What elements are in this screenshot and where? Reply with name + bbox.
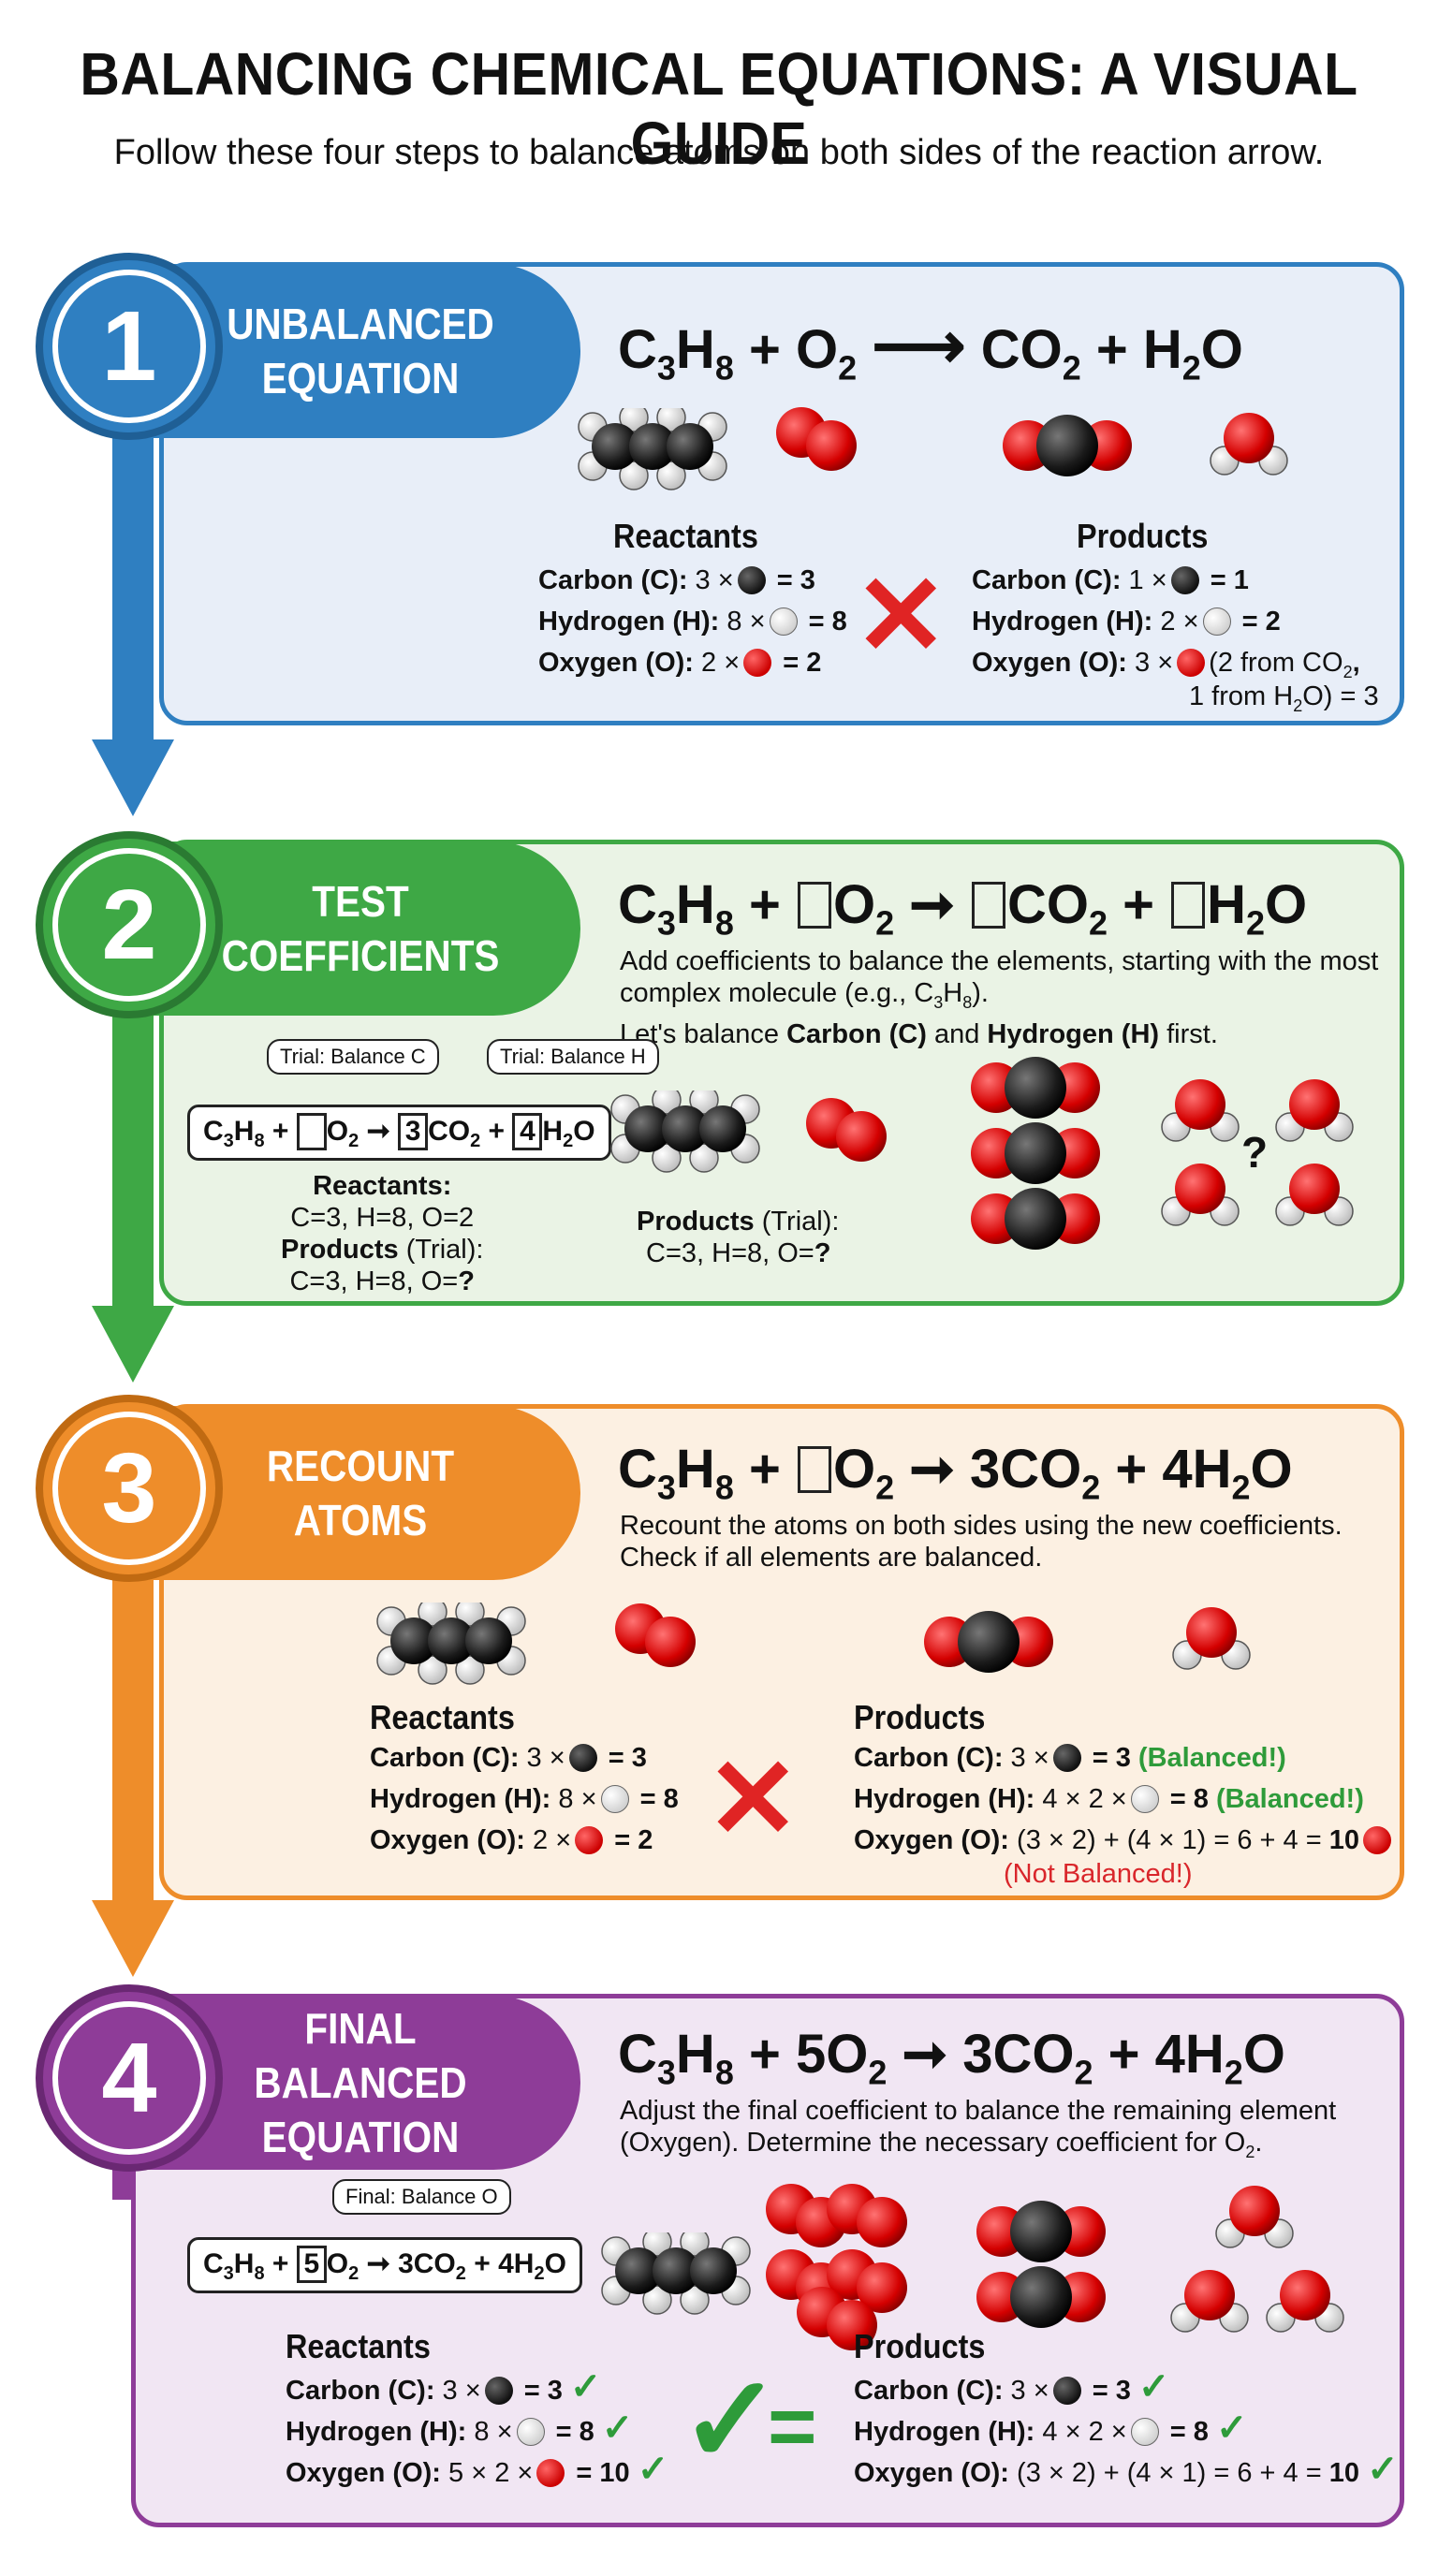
- step1-flow-arrow: [92, 739, 174, 816]
- step1-unbalanced-x-icon: ✕: [854, 553, 948, 679]
- step1-product-oxygen: Oxygen (O): 3 ×(2 from CO2,: [972, 648, 1360, 681]
- step3-reactant-oxygen: Oxygen (O): 2 × = 2: [370, 1825, 653, 1855]
- oxygen-molecule: [806, 1098, 887, 1162]
- checkmark-icon: ✓: [1215, 2408, 1248, 2449]
- propane-molecule: [601, 2232, 751, 2315]
- propane-molecule: [578, 408, 727, 490]
- step2-flow-arrow: [92, 1306, 174, 1383]
- step4-product-carbon: Carbon (C): 3 × = 3 ✓: [854, 2366, 1170, 2408]
- step3-products-heading: Products: [854, 1698, 986, 1736]
- step1-product-hydrogen: Hydrogen (H): 2 × = 2: [972, 607, 1281, 637]
- step4-reactant-carbon: Carbon (C): 3 × = 3 ✓: [286, 2366, 602, 2408]
- step3-number-badge: 3: [36, 1395, 223, 1582]
- step3-product-carbon: Carbon (C): 3 × = 3 (Balanced!): [854, 1743, 1286, 1773]
- oxygen-molecule: [827, 2184, 907, 2247]
- carbon-dioxide-molecule: [924, 1611, 1053, 1673]
- step3-unbalanced-x-icon: ✕: [706, 1736, 800, 1862]
- propane-molecule: [610, 1090, 760, 1173]
- step1-product-carbon: Carbon (C): 1 × = 1: [972, 565, 1249, 595]
- step1-reactants-heading: Reactants: [613, 517, 758, 555]
- carbon-dioxide-molecule: [1003, 415, 1132, 476]
- carbon-dioxide-molecule: [971, 1188, 1100, 1250]
- step4-product-oxygen: Oxygen (O): (3 × 2) + (4 × 1) = 6 + 4 = …: [854, 2449, 1399, 2490]
- water-molecule: [1210, 412, 1288, 476]
- step4-number: 4: [52, 2001, 206, 2155]
- step4-reactants-heading: Reactants: [286, 2327, 431, 2365]
- water-molecule: [1161, 1163, 1240, 1226]
- step3-reactants-heading: Reactants: [370, 1698, 515, 1736]
- equals-sign: =: [768, 2380, 817, 2474]
- step2-equation: C3H8 + O2 ➞ CO2 + H2O: [618, 874, 1308, 943]
- step3-product-oxygen: Oxygen (O): (3 × 2) + (4 × 1) = 6 + 4 = …: [854, 1820, 1395, 1861]
- checkmark-icon: ✓: [1137, 2366, 1170, 2408]
- step1-products-heading: Products: [1077, 517, 1209, 555]
- water-molecule: [1266, 2269, 1344, 2333]
- step1-number-badge: 1: [36, 253, 223, 440]
- step3-reactant-carbon: Carbon (C): 3 × = 3: [370, 1743, 647, 1773]
- step1-equation: C3H8 + O2 ⟶ CO2 + H2O: [618, 309, 1243, 388]
- checkmark-icon: ✓: [601, 2408, 634, 2449]
- step2-question-mark: ?: [1241, 1128, 1269, 1177]
- propane-molecule: [376, 1603, 526, 1685]
- water-molecule: [1172, 1606, 1251, 1670]
- step2-number-badge: 2: [36, 831, 223, 1018]
- carbon-dioxide-molecule: [971, 1057, 1100, 1119]
- step4-number-badge: 4: [36, 1984, 223, 2172]
- step2-reactants-summary: Reactants: C=3, H=8, O=2 Products (Trial…: [281, 1171, 484, 1296]
- step4-equation: C3H8 + 5O2 ➞ 3CO2 + 4H2O: [618, 2024, 1285, 2092]
- step2-number: 2: [52, 848, 206, 1002]
- carbon-dioxide-molecule: [976, 2266, 1106, 2328]
- step1-number: 1: [52, 270, 206, 423]
- step1-reactant-hydrogen: Hydrogen (H): 8 × = 8: [538, 607, 847, 637]
- water-molecule: [1215, 2185, 1294, 2248]
- big-checkmark-icon: ✓: [680, 2351, 782, 2488]
- step3-equation: C3H8 + O2 ➞ 3CO2 + 4H2O: [618, 1439, 1293, 1507]
- step4-products-heading: Products: [854, 2327, 986, 2365]
- step2-description: Add coefficients to balance the elements…: [620, 946, 1379, 1049]
- step4-reactant-hydrogen: Hydrogen (H): 8 × = 8 ✓: [286, 2408, 634, 2449]
- oxygen-molecule: [776, 407, 857, 471]
- step1-product-oxygen-note: 1 from H2O) = 3: [1189, 681, 1379, 715]
- step4-product-hydrogen: Hydrogen (H): 4 × 2 × = 8 ✓: [854, 2408, 1248, 2449]
- step4-title: FINAL BALANCED EQUATION: [254, 2004, 467, 2161]
- checkmark-icon: ✓: [1367, 2449, 1399, 2490]
- water-molecule: [1170, 2269, 1249, 2333]
- step3-not-balanced-note: (Not Balanced!): [1004, 1859, 1193, 1889]
- step3-description: Recount the atoms on both sides using th…: [620, 1511, 1343, 1573]
- checkmark-icon: ✓: [637, 2449, 669, 2490]
- step4-callout-balance-o: Final: Balance O: [332, 2179, 511, 2215]
- step3-flow-arrow: [92, 1900, 174, 1977]
- step3-product-hydrogen: Hydrogen (H): 4 × 2 × = 8 (Balanced!): [854, 1784, 1364, 1814]
- step4-description: Adjust the final coefficient to balance …: [620, 2096, 1337, 2161]
- oxygen-molecule: [615, 1603, 696, 1667]
- step2-title: TEST COEFFICIENTS: [221, 877, 500, 980]
- water-molecule: [1275, 1163, 1354, 1226]
- step1-title: UNBALANCED EQUATION: [227, 300, 494, 402]
- step2-products-summary: Products (Trial): C=3, H=8, O=?: [637, 1207, 840, 1268]
- step2-callout-balance-c: Trial: Balance C: [267, 1039, 439, 1075]
- step4-reactant-oxygen: Oxygen (O): 5 × 2 × = 10 ✓: [286, 2449, 669, 2490]
- step3-number: 3: [52, 1412, 206, 1565]
- page-title: BALANCING CHEMICAL EQUATIONS: A VISUAL G…: [80, 40, 1358, 177]
- step1-reactant-carbon: Carbon (C): 3 × = 3: [538, 565, 815, 595]
- step1-reactant-oxygen: Oxygen (O): 2 × = 2: [538, 648, 822, 678]
- page-subtitle: Follow these four steps to balance atoms…: [113, 133, 1325, 172]
- step2-callout-balance-h: Trial: Balance H: [487, 1039, 659, 1075]
- water-molecule: [1161, 1078, 1240, 1142]
- carbon-dioxide-molecule: [971, 1122, 1100, 1184]
- step3-title: RECOUNT ATOMS: [266, 1442, 455, 1544]
- water-molecule: [1275, 1078, 1354, 1142]
- carbon-dioxide-molecule: [976, 2201, 1106, 2262]
- step3-reactant-hydrogen: Hydrogen (H): 8 × = 8: [370, 1784, 679, 1814]
- checkmark-icon: ✓: [569, 2366, 602, 2408]
